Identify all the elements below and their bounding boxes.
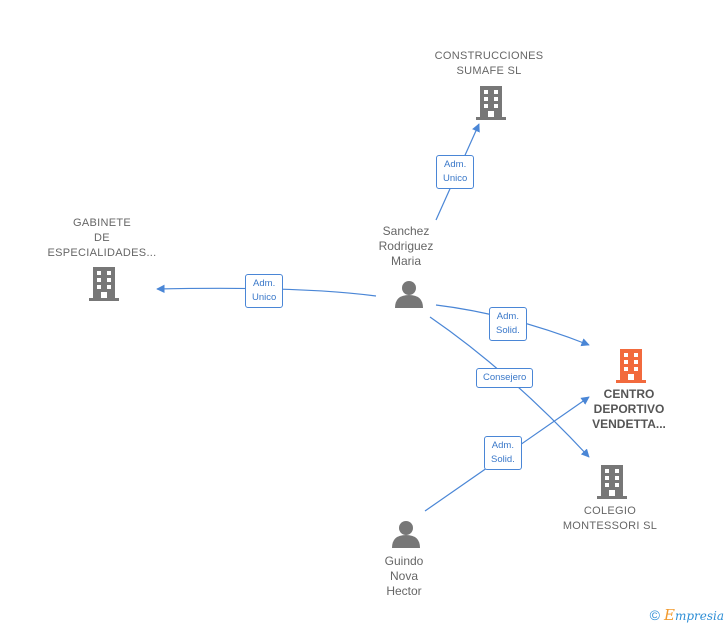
person-icon[interactable] <box>391 520 421 548</box>
node-label-sanchez: Sanchez Rodriguez Maria <box>378 224 434 268</box>
node-label-guindo: Guindo Nova Hector <box>384 554 424 598</box>
building-icon[interactable] <box>616 349 646 383</box>
node-label-colegio: COLEGIO MONTESSORI SL <box>562 505 658 532</box>
edge-label-sanchez-gabinete[interactable]: Adm. Unico <box>245 274 284 308</box>
brand-footer[interactable]: ©Empresia <box>650 606 724 624</box>
edge-label-sanchez-construcciones[interactable]: Adm. Unico <box>436 155 475 189</box>
brand-logo-initial: E <box>663 606 675 624</box>
person-icon[interactable] <box>394 280 424 308</box>
node-label-gabinete: GABINETE DE ESPECIALIDADES... <box>47 217 157 259</box>
edge-sanchez-gabinete <box>156 284 377 297</box>
node-label-centro: CENTRO DEPORTIVO VENDETTA... <box>592 387 666 431</box>
building-icon[interactable] <box>597 465 627 499</box>
edge-label-sanchez-centro[interactable]: Adm. Solid. <box>489 307 527 341</box>
node-label-construcciones: CONSTRUCCIONES SUMAFE SL <box>434 50 544 77</box>
building-icon[interactable] <box>89 267 119 301</box>
brand-logo-text: mpresia <box>674 609 724 623</box>
edge-label-sanchez-colegio[interactable]: Consejero <box>476 368 534 388</box>
edge-label-guindo-centro[interactable]: Adm. Solid. <box>484 436 522 470</box>
building-icon[interactable] <box>476 86 506 120</box>
copyright-icon: © <box>649 607 660 623</box>
